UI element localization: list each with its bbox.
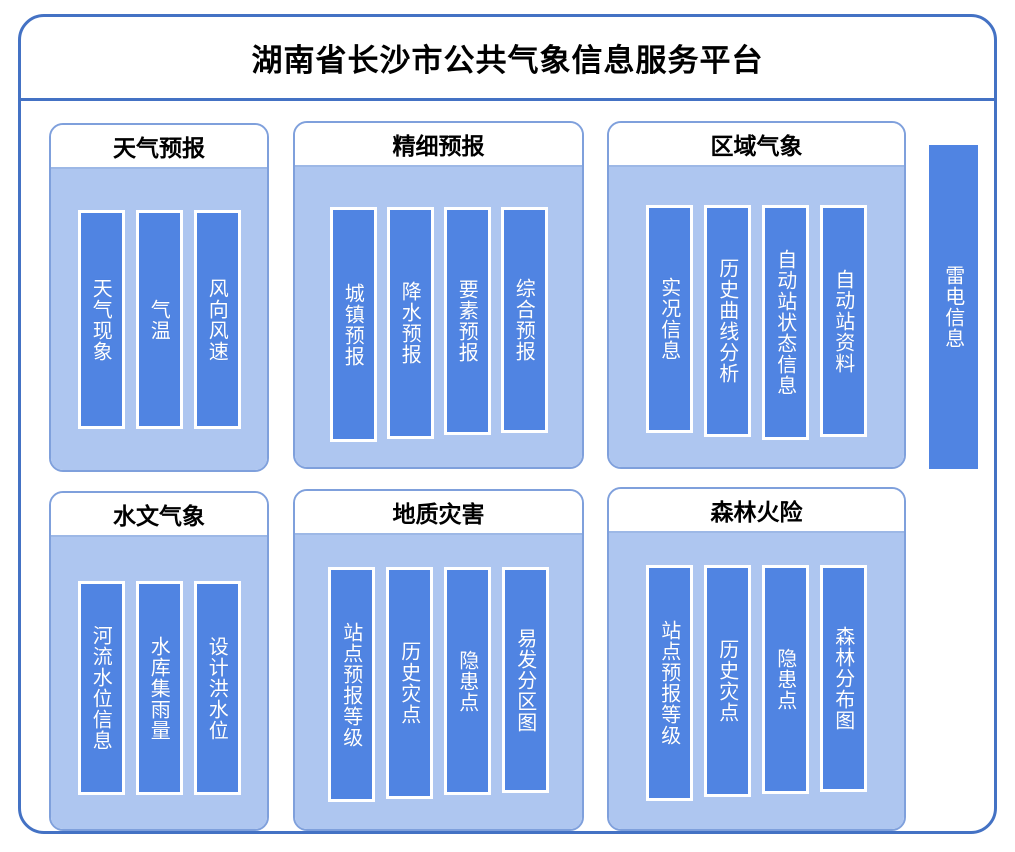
item-tile[interactable]: 隐患点: [762, 565, 809, 794]
item-label: 气温: [147, 298, 172, 341]
group-title: 地质灾害: [392, 502, 485, 528]
group-header: 天气预报: [51, 125, 267, 169]
item-label: 森林分布图: [831, 626, 856, 731]
item-tile[interactable]: 历史曲线分析: [704, 205, 751, 437]
group-body: 天气现象 气温 风向风速: [51, 169, 267, 470]
item-tile[interactable]: 设计洪水位: [193, 581, 241, 795]
item-label: 隐患点: [773, 648, 798, 711]
item-label: 要素预报: [455, 279, 480, 363]
platform-body: 天气预报 天气现象 气温 风向风速 精细预报 城镇预报: [21, 101, 994, 831]
item-label: 天气现象: [89, 277, 114, 362]
group-body: 城镇预报 降水预报 要素预报 综合预报: [295, 167, 582, 467]
item-tile[interactable]: 河流水位信息: [77, 581, 125, 795]
group-title: 天气预报: [113, 136, 205, 162]
item-label: 隐患点: [455, 649, 480, 713]
item-label: 自动站资料: [831, 268, 856, 374]
item-tile[interactable]: 要素预报: [443, 207, 491, 435]
platform-title-bar: 湖南省长沙市公共气象信息服务平台: [21, 17, 994, 101]
group-body: 站点预报等级 历史灾点 隐患点 森林分布图: [609, 533, 904, 829]
item-tile[interactable]: 易发分区图: [502, 567, 549, 793]
item-label: 自动站状态信息: [773, 249, 798, 396]
group-body: 河流水位信息 水库集雨量 设计洪水位: [51, 537, 267, 829]
group-header: 森林火险: [609, 489, 904, 533]
item-tile[interactable]: 自动站状态信息: [762, 205, 809, 440]
item-tile[interactable]: 隐患点: [444, 567, 491, 795]
item-label: 历史灾点: [397, 641, 422, 725]
item-tile[interactable]: 站点预报等级: [328, 567, 375, 802]
item-tile[interactable]: 天气现象: [77, 210, 125, 429]
item-label: 城镇预报: [341, 282, 366, 367]
group-card-weather-forecast[interactable]: 天气预报 天气现象 气温 风向风速: [49, 123, 269, 472]
item-tile[interactable]: 气温: [135, 210, 183, 429]
item-tile[interactable]: 自动站资料: [820, 205, 867, 437]
item-tile[interactable]: 站点预报等级: [646, 565, 693, 801]
group-body: 站点预报等级 历史灾点 隐患点 易发分区图: [295, 535, 582, 829]
item-tile[interactable]: 森林分布图: [820, 565, 867, 792]
group-title: 水文气象: [113, 504, 205, 530]
item-label: 历史曲线分析: [715, 258, 740, 384]
item-tile[interactable]: 实况信息: [646, 205, 693, 433]
item-label: 综合预报: [512, 278, 537, 362]
item-tile[interactable]: 降水预报: [386, 207, 434, 439]
group-header: 精细预报: [295, 123, 582, 167]
item-label: 水库集雨量: [147, 635, 172, 741]
item-label: 风向风速: [205, 277, 230, 362]
group-title: 区域气象: [710, 134, 803, 160]
item-label: 易发分区图: [513, 627, 538, 733]
item-label: 站点预报等级: [339, 621, 364, 748]
item-tile[interactable]: 城镇预报: [329, 207, 377, 442]
lightning-info-label: 雷电信息: [941, 265, 966, 349]
item-tile[interactable]: 风向风速: [193, 210, 241, 429]
item-tile[interactable]: 历史灾点: [704, 565, 751, 797]
item-tile[interactable]: 综合预报: [500, 207, 548, 433]
group-body: 实况信息 历史曲线分析 自动站状态信息 自动站资料: [609, 167, 904, 467]
group-title: 森林火险: [710, 500, 803, 526]
item-label: 站点预报等级: [657, 620, 682, 746]
group-card-hydro-meteorology[interactable]: 水文气象 河流水位信息 水库集雨量 设计洪水位: [49, 491, 269, 831]
item-label: 设计洪水位: [205, 635, 230, 741]
item-label: 降水预报: [398, 281, 423, 365]
item-tile[interactable]: 水库集雨量: [135, 581, 183, 795]
group-title: 精细预报: [392, 134, 485, 160]
page-title: 湖南省长沙市公共气象信息服务平台: [251, 43, 764, 79]
group-header: 区域气象: [609, 123, 904, 167]
item-label: 历史灾点: [715, 639, 740, 723]
group-card-geological-disaster[interactable]: 地质灾害 站点预报等级 历史灾点 隐患点 易发分区图: [293, 489, 584, 831]
item-tile[interactable]: 历史灾点: [386, 567, 433, 799]
item-label: 河流水位信息: [89, 625, 114, 751]
group-header: 水文气象: [51, 493, 267, 537]
platform-frame: 湖南省长沙市公共气象信息服务平台 天气预报 天气现象 气温 风向风速: [18, 14, 997, 834]
group-card-regional-meteorology[interactable]: 区域气象 实况信息 历史曲线分析 自动站状态信息 自动站资料: [607, 121, 906, 469]
item-label: 实况信息: [657, 277, 682, 361]
group-header: 地质灾害: [295, 491, 582, 535]
group-card-fine-forecast[interactable]: 精细预报 城镇预报 降水预报 要素预报 综合预报: [293, 121, 584, 469]
group-card-forest-fire-risk[interactable]: 森林火险 站点预报等级 历史灾点 隐患点 森林分布图: [607, 487, 906, 831]
lightning-info-bar[interactable]: 雷电信息: [929, 145, 978, 469]
